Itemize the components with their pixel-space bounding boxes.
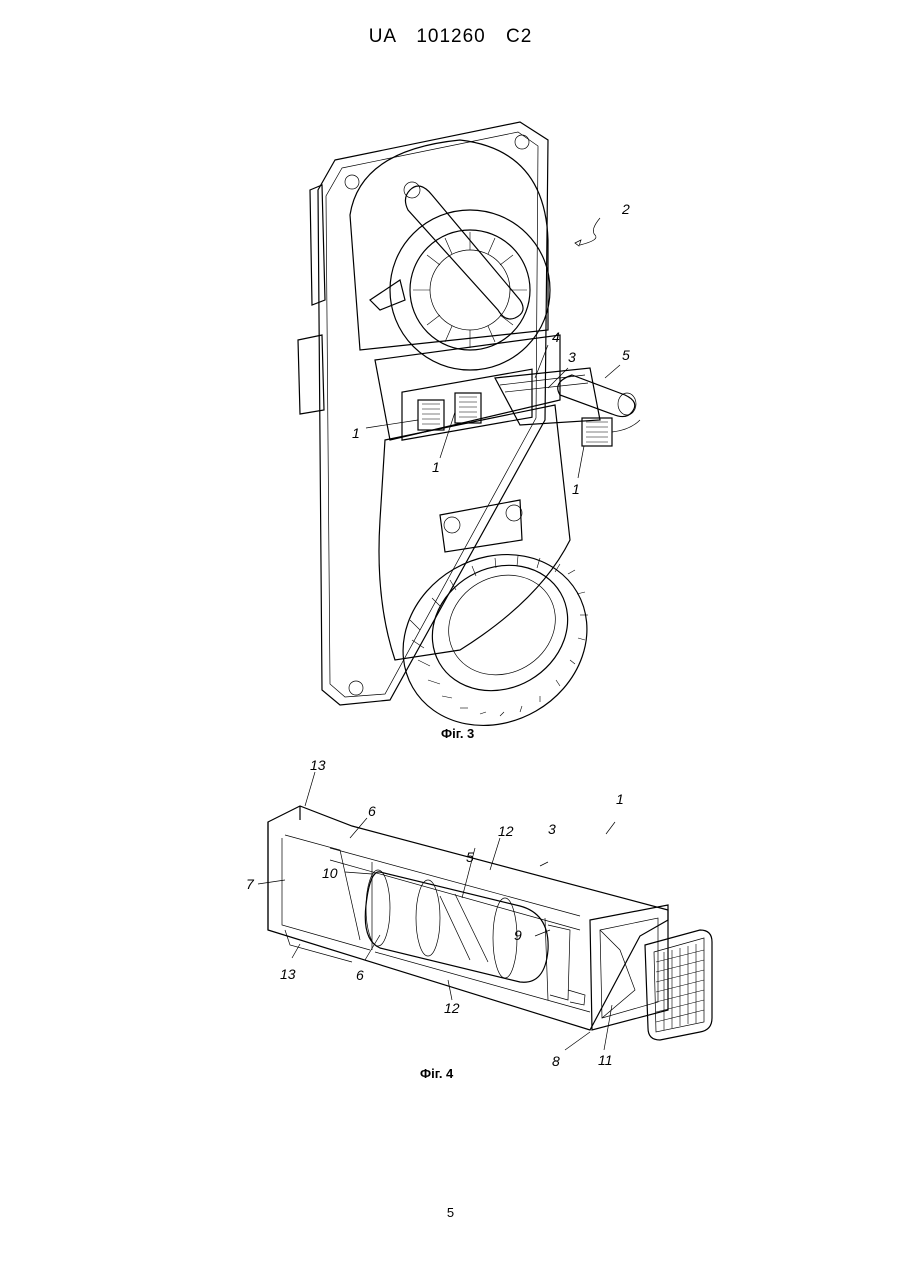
fig4-label-11: 11 <box>598 1052 613 1068</box>
fig3-label-5: 5 <box>622 347 630 363</box>
fig3-label-4: 4 <box>552 329 560 345</box>
fig4-label-10: 10 <box>322 865 338 881</box>
fig4-label-13a: 13 <box>310 757 326 773</box>
fig3-label-1a: 1 <box>352 425 360 441</box>
fig4-label-6a: 6 <box>368 803 376 819</box>
figure-3-drawing <box>298 122 640 759</box>
fig3-label-3: 3 <box>568 349 576 365</box>
fig4-label-3: 3 <box>548 821 556 837</box>
fig3-label-2: 2 <box>621 201 630 217</box>
fig4-label-12b: 12 <box>444 1000 460 1016</box>
fig3-label-1c: 1 <box>572 481 580 497</box>
fig4-label-13b: 13 <box>280 966 296 982</box>
fig4-label-7: 7 <box>246 876 255 892</box>
fig4-label-5: 5 <box>466 849 474 865</box>
fig4-label-12a: 12 <box>498 823 514 839</box>
figure-4-drawing <box>258 772 712 1050</box>
fig4-label-1: 1 <box>616 791 624 807</box>
fig4-label-8: 8 <box>552 1053 560 1069</box>
figure-3-caption: Фіг. 3 <box>441 726 474 741</box>
fig3-label-1b: 1 <box>432 459 440 475</box>
figure-4-caption: Фіг. 4 <box>420 1066 453 1081</box>
fig4-label-9: 9 <box>514 927 522 943</box>
page-number: 5 <box>0 1205 901 1220</box>
fig4-label-6b: 6 <box>356 967 364 983</box>
